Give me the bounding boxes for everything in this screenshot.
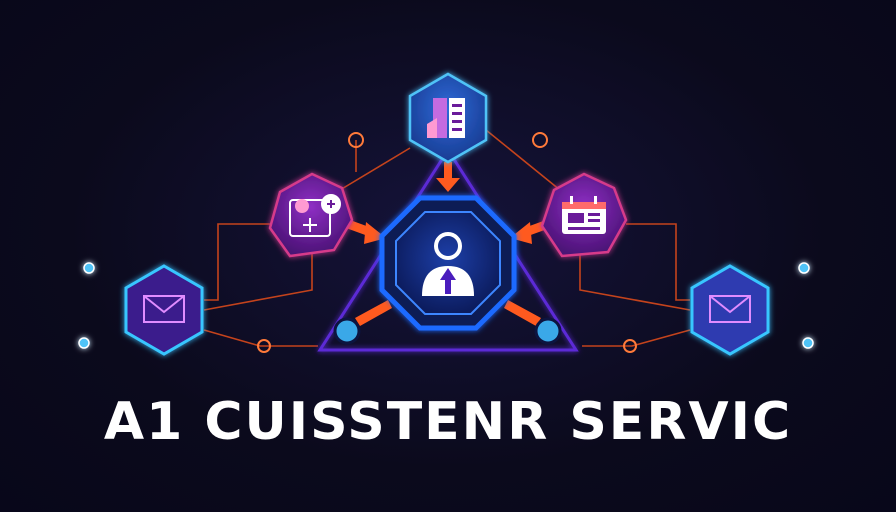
arrow-link-left: [355, 300, 392, 326]
cyan-dot: [802, 337, 814, 349]
calendar-card-icon: [562, 196, 606, 234]
ring-node: [623, 339, 637, 353]
center-node[interactable]: [379, 195, 517, 331]
arrows: [346, 162, 550, 326]
connector-line: [582, 329, 691, 347]
connector-line: [203, 250, 313, 311]
user-upload-icon: [422, 232, 474, 296]
image-add-icon: [289, 194, 341, 237]
connectors: [203, 129, 691, 347]
corner-node-left: [333, 317, 361, 345]
connector-line: [339, 147, 411, 191]
left-mail-hexagon: [124, 264, 204, 356]
center-octagon-inner: [395, 211, 501, 315]
right-upper-node[interactable]: [540, 172, 628, 258]
ring-nodes: [257, 132, 637, 353]
ring-node: [532, 132, 548, 148]
ring-node: [348, 132, 364, 148]
connector-line: [485, 129, 561, 191]
connector-line: [203, 329, 318, 347]
corner-node-right: [534, 317, 562, 345]
cyan-dots: [78, 262, 814, 349]
left-mail-node[interactable]: [124, 264, 204, 356]
top-node[interactable]: [408, 72, 488, 164]
connector-line: [204, 223, 270, 301]
connector-line: [579, 250, 691, 311]
document-chart-icon: [427, 98, 465, 138]
cyan-dot: [83, 262, 95, 274]
ring-node: [257, 339, 271, 353]
cyan-dot: [78, 337, 90, 349]
mail-icon: [143, 295, 185, 323]
connector-line: [626, 223, 690, 301]
right-mail-node[interactable]: [690, 264, 770, 356]
left-upper-heptagon: [268, 172, 354, 258]
right-mail-hexagon: [690, 264, 770, 356]
top-hexagon: [408, 72, 488, 164]
diagram-title: A1 CUISSTENR SERVIC: [103, 392, 793, 452]
arrow-link-right: [504, 300, 541, 326]
mail-icon: [709, 295, 751, 323]
arrow-down: [436, 162, 460, 192]
left-upper-node[interactable]: [268, 172, 354, 258]
cyan-dot: [798, 262, 810, 274]
